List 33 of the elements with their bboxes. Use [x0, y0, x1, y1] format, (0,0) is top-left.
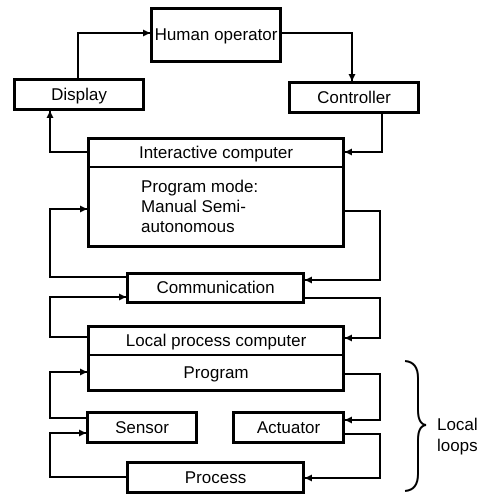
arrow [49, 206, 126, 278]
process-box [126, 272, 305, 304]
process-box [288, 81, 420, 114]
process-box [13, 78, 145, 111]
arrow [305, 297, 381, 342]
arrow [77, 30, 150, 78]
process-box [86, 411, 198, 444]
arrow [305, 210, 381, 284]
arrow [46, 111, 87, 153]
box-label: Actuator [256, 418, 322, 438]
process-box [232, 411, 345, 444]
box-subtext: Program [183, 362, 249, 382]
box-label: Process [184, 468, 248, 488]
arrow [282, 32, 356, 81]
process-box [87, 325, 345, 392]
box-label: Communication [155, 278, 276, 298]
box-label: Controller [316, 88, 392, 108]
process-box [87, 137, 345, 248]
box-label: Sensor [114, 418, 170, 438]
box-label: Display [50, 84, 108, 104]
arrow [345, 114, 383, 156]
arrow [49, 368, 87, 419]
process-box [150, 7, 282, 63]
box-label: Local process computer [124, 331, 308, 351]
process-box [126, 461, 305, 494]
box-label: Interactive computer [138, 143, 294, 163]
box-label: Human operator [154, 25, 278, 45]
group-label: Local loops [437, 414, 479, 456]
arrow [49, 294, 126, 338]
arrow [305, 433, 381, 482]
arrow [49, 430, 126, 478]
box-subtext: Program mode: Manual Semi-autonomous [140, 176, 260, 238]
arrow [345, 373, 381, 424]
